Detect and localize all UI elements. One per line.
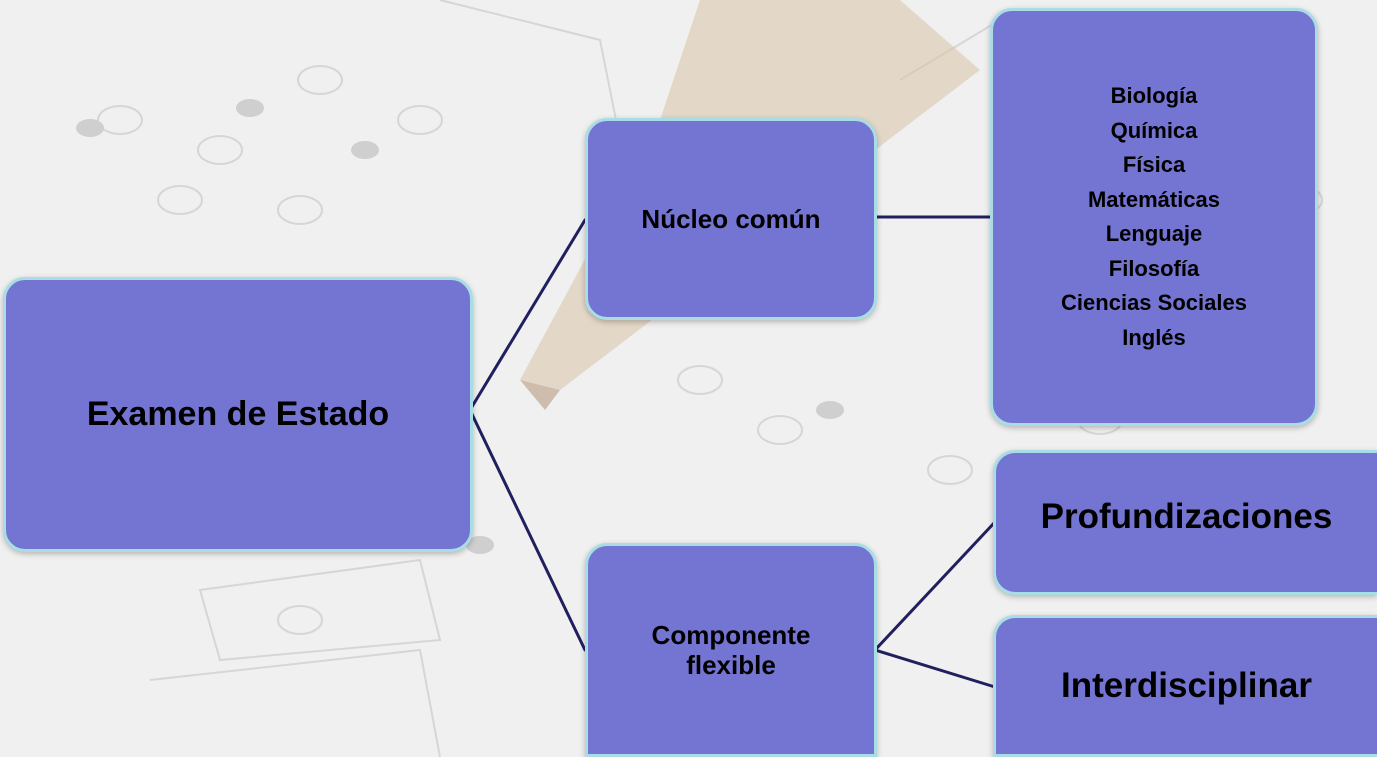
interdisciplinar-node[interactable]: Interdisciplinar [993, 615, 1377, 757]
subject-item: Ciencias Sociales [1061, 290, 1247, 315]
profundizaciones-node[interactable]: Profundizaciones [993, 450, 1377, 595]
componente-flexible-node[interactable]: Componente flexible [585, 543, 877, 757]
subject-item: Matemáticas [1087, 186, 1221, 212]
subject-item: Química [1110, 117, 1198, 143]
subject-item: Filosofía [1108, 255, 1200, 281]
subjects-node[interactable]: Biología Química Física Matemáticas Leng… [990, 8, 1318, 426]
nucleo-comun-node[interactable]: Núcleo común [585, 118, 877, 320]
connector-root-nucleo [468, 218, 587, 412]
connector-root-componente [468, 408, 587, 652]
connector-componente-interdisciplinar [873, 648, 997, 689]
interdisciplinar-label: Interdisciplinar [1061, 666, 1312, 705]
nucleo-comun-label: Núcleo común [641, 203, 821, 234]
profundizaciones-label: Profundizaciones [1040, 497, 1333, 536]
connector-componente-profundizaciones [873, 520, 997, 652]
subject-item: Lenguaje [1105, 221, 1203, 246]
subject-item: Inglés [1122, 324, 1186, 350]
root-node-label: Examen de Estado [86, 395, 390, 433]
subject-item: Biología [1110, 83, 1198, 108]
root-node[interactable]: Examen de Estado [3, 277, 473, 552]
subject-item: Física [1122, 152, 1186, 177]
componente-flexible-label: Componente flexible [651, 620, 811, 680]
